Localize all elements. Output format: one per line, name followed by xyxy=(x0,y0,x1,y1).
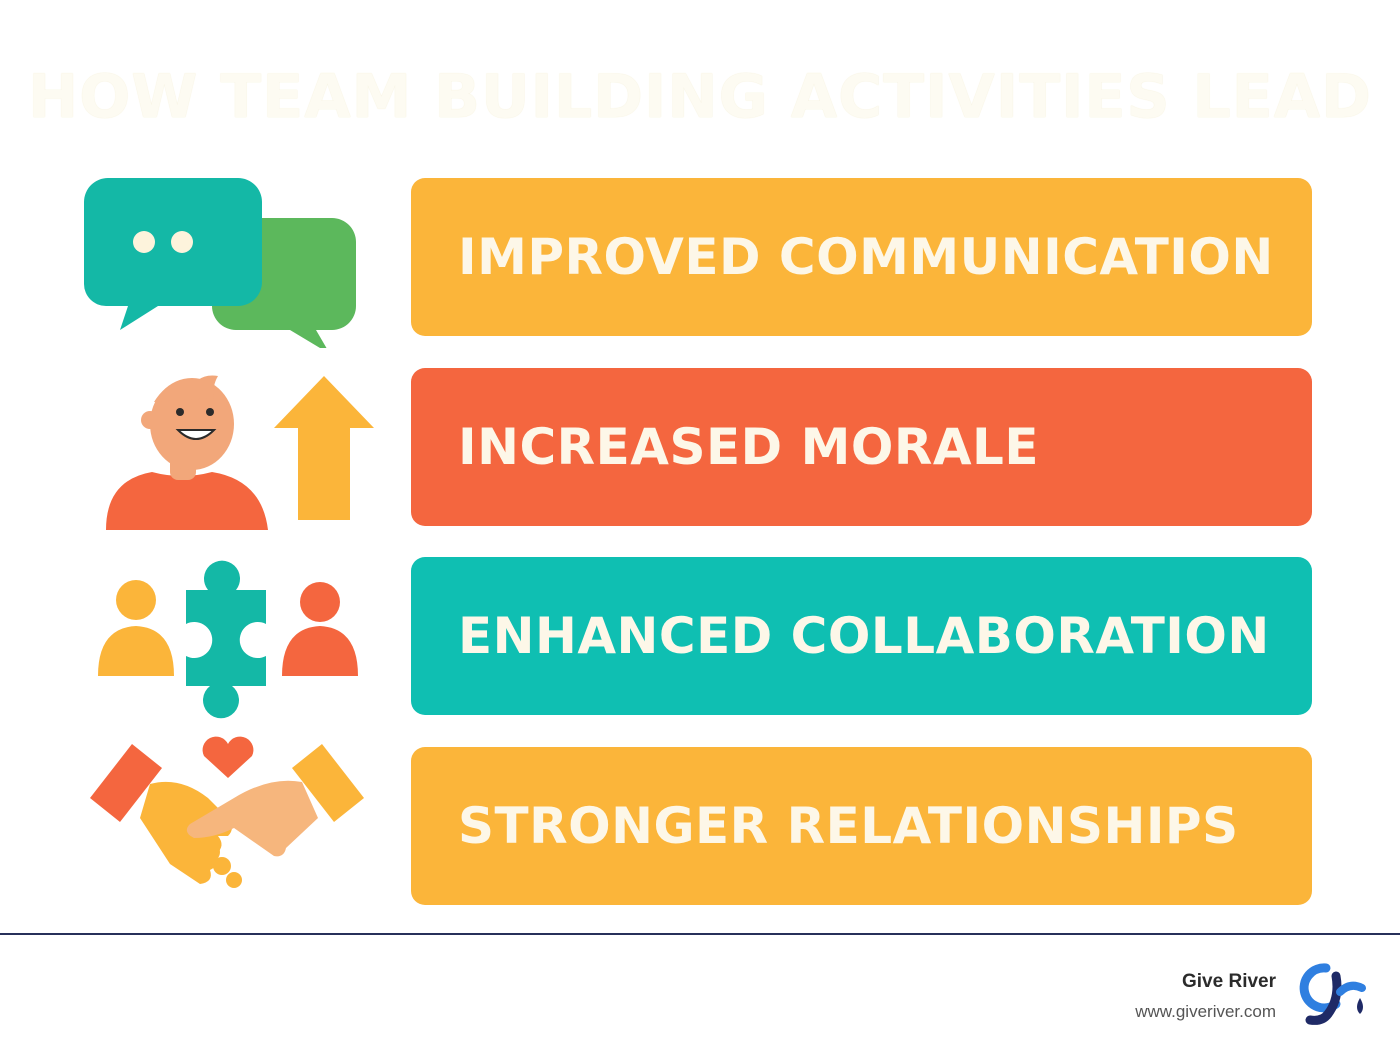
benefit-bar-relationships: STRONGER RELATIONSHIPS xyxy=(411,747,1312,905)
give-river-logo-icon xyxy=(1299,963,1366,1025)
footer-divider xyxy=(0,933,1400,935)
handshake-heart-icon xyxy=(90,736,364,888)
benefit-bar-morale: INCREASED MORALE xyxy=(411,368,1312,526)
page-title: HOW TEAM BUILDING ACTIVITIES LEAD xyxy=(27,62,1372,132)
benefit-bar-collaboration: ENHANCED COLLABORATION xyxy=(411,557,1312,715)
footer-url[interactable]: www.giveriver.com xyxy=(1135,1002,1276,1021)
happy-person-arrow-up-icon xyxy=(106,375,374,530)
people-puzzle-icon xyxy=(98,560,358,719)
footer-brand-name: Give River xyxy=(1182,971,1276,992)
benefit-label: STRONGER RELATIONSHIPS xyxy=(458,797,1239,855)
benefit-bar-communication: IMPROVED COMMUNICATION xyxy=(411,178,1312,336)
benefit-label: INCREASED MORALE xyxy=(458,418,1040,476)
benefit-label: IMPROVED COMMUNICATION xyxy=(458,228,1274,286)
chat-bubbles-icon xyxy=(84,178,356,348)
benefit-label: ENHANCED COLLABORATION xyxy=(458,607,1270,665)
